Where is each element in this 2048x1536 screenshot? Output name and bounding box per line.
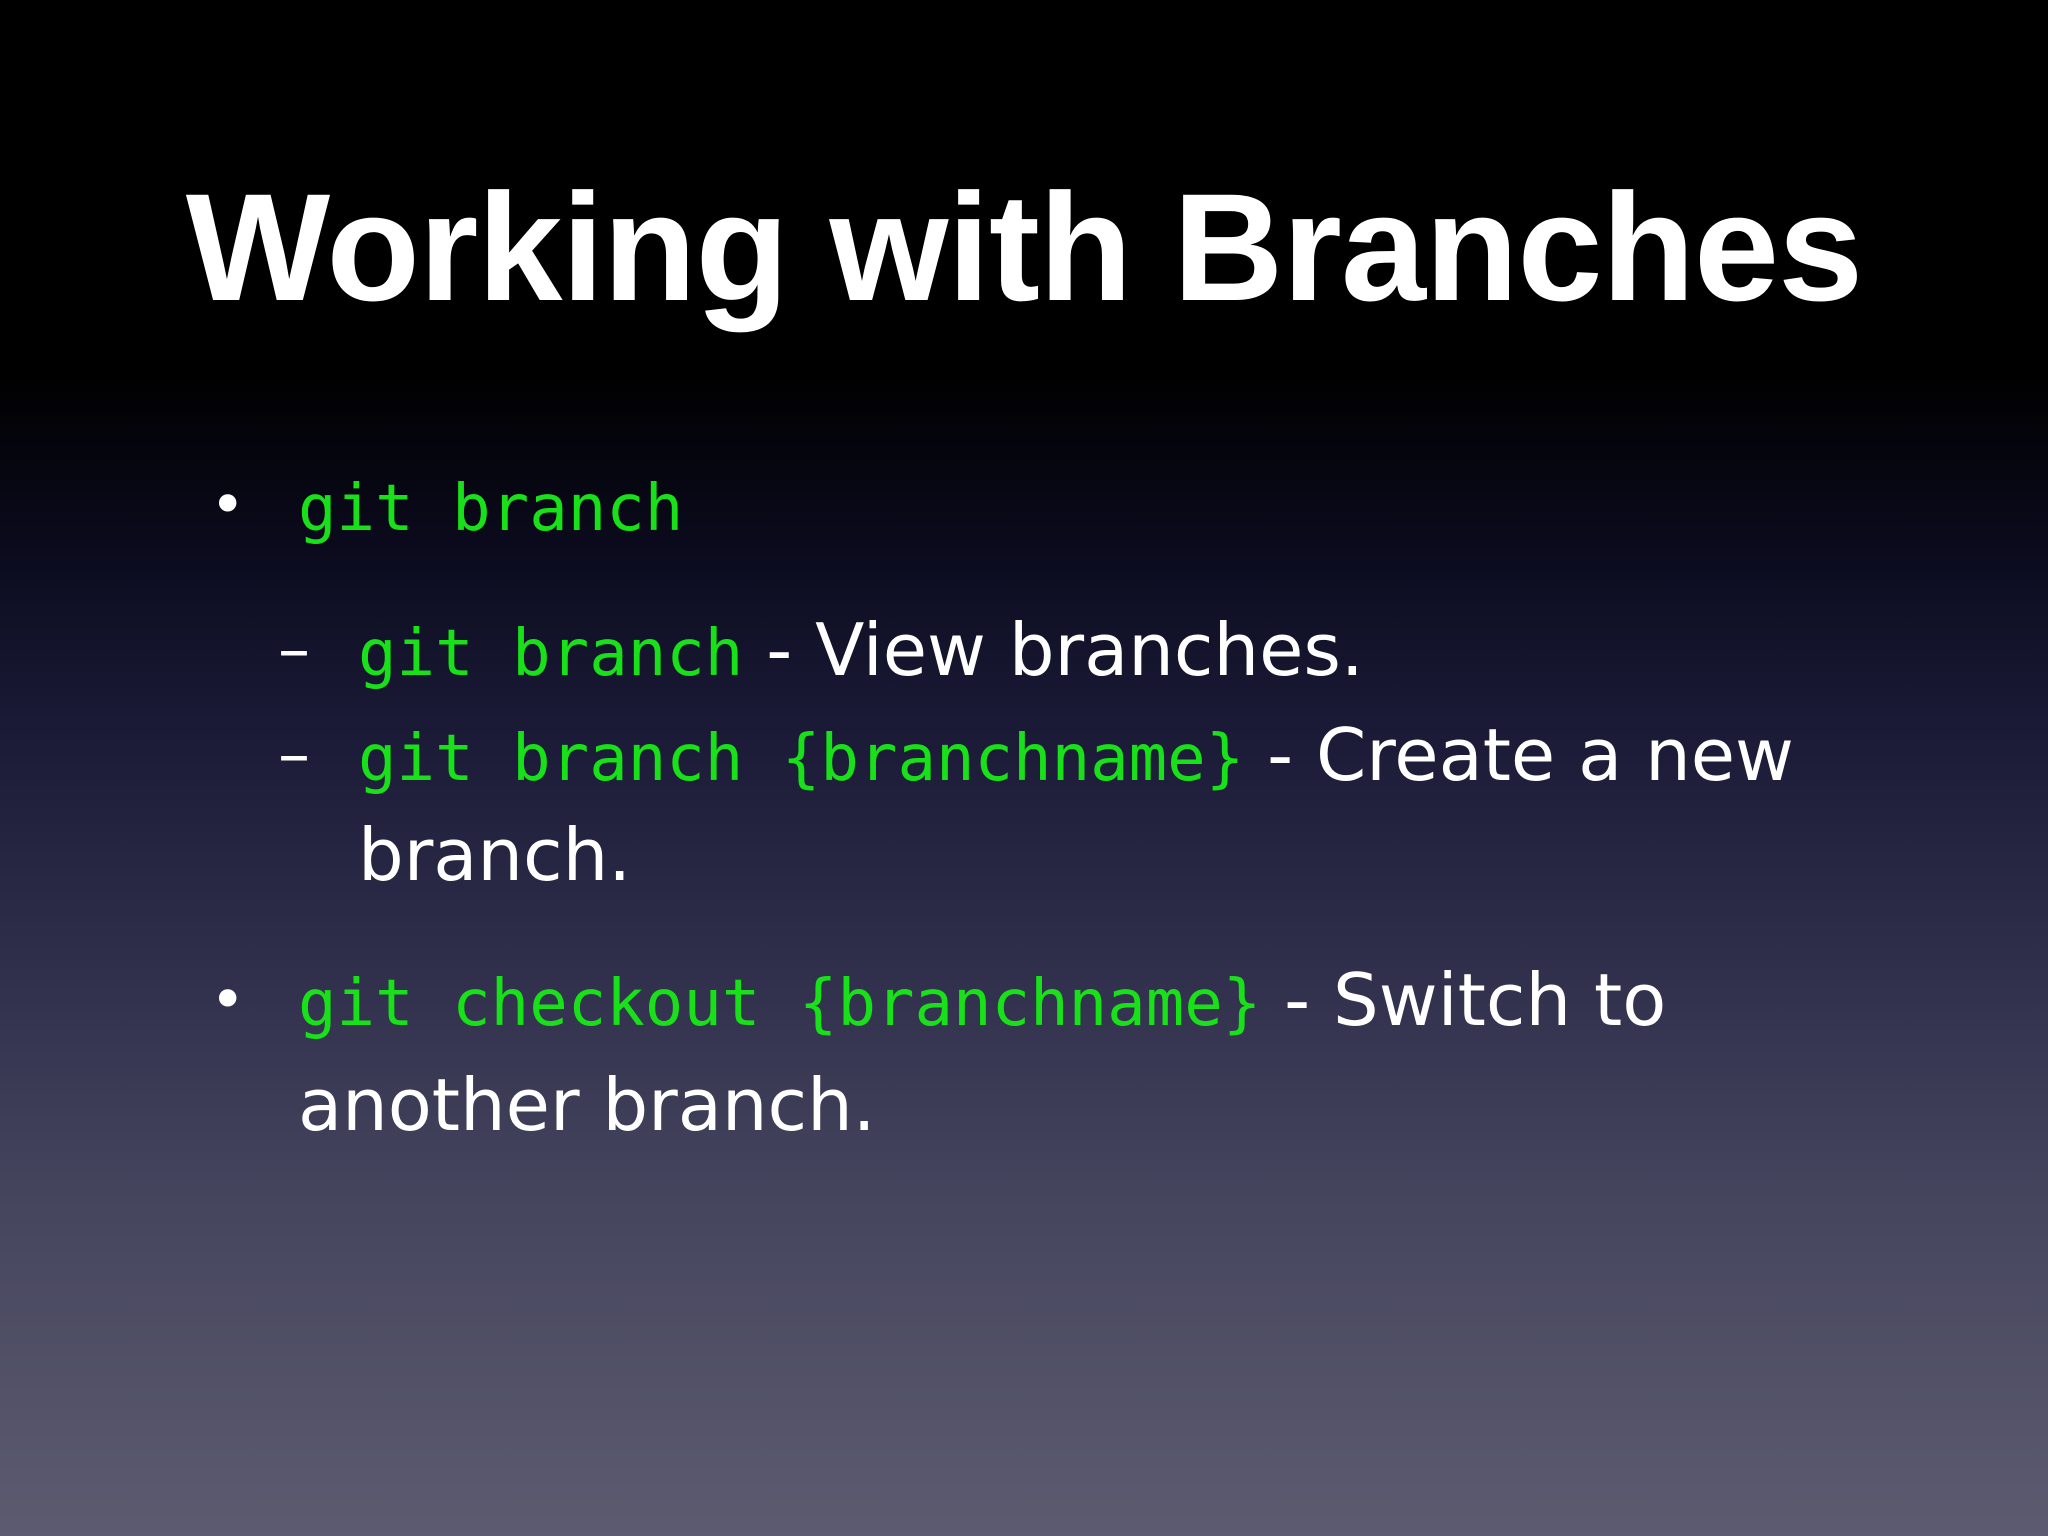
code-git-checkout: git checkout {branchname} (298, 967, 1262, 1041)
bullet-line: git checkout {branchname} - Switch to (298, 955, 1666, 1049)
subitem-dash: – (278, 718, 310, 792)
subitem-continuation: branch. (358, 813, 632, 897)
subitem-dash: – (278, 613, 310, 687)
bullet-continuation: another branch. (298, 1063, 876, 1147)
code-git-branch-create: git branch {branchname} (358, 722, 1245, 796)
bullet-marker: • (210, 965, 246, 1035)
code-git-branch: git branch (298, 472, 684, 546)
bullet-line: git branch (298, 460, 683, 554)
subitem-line: git branch - View branches. (358, 605, 1364, 699)
bullet-marker: • (210, 470, 246, 540)
bullet-text: - Switch to (1284, 958, 1667, 1042)
subitem-text: - Create a new (1267, 713, 1794, 797)
subitem-text: - View branches. (766, 608, 1364, 692)
subitem-line: git branch {branchname} - Create a new (358, 710, 1794, 804)
code-git-branch-view: git branch (358, 617, 744, 691)
slide-title: Working with Branches (185, 162, 1863, 333)
